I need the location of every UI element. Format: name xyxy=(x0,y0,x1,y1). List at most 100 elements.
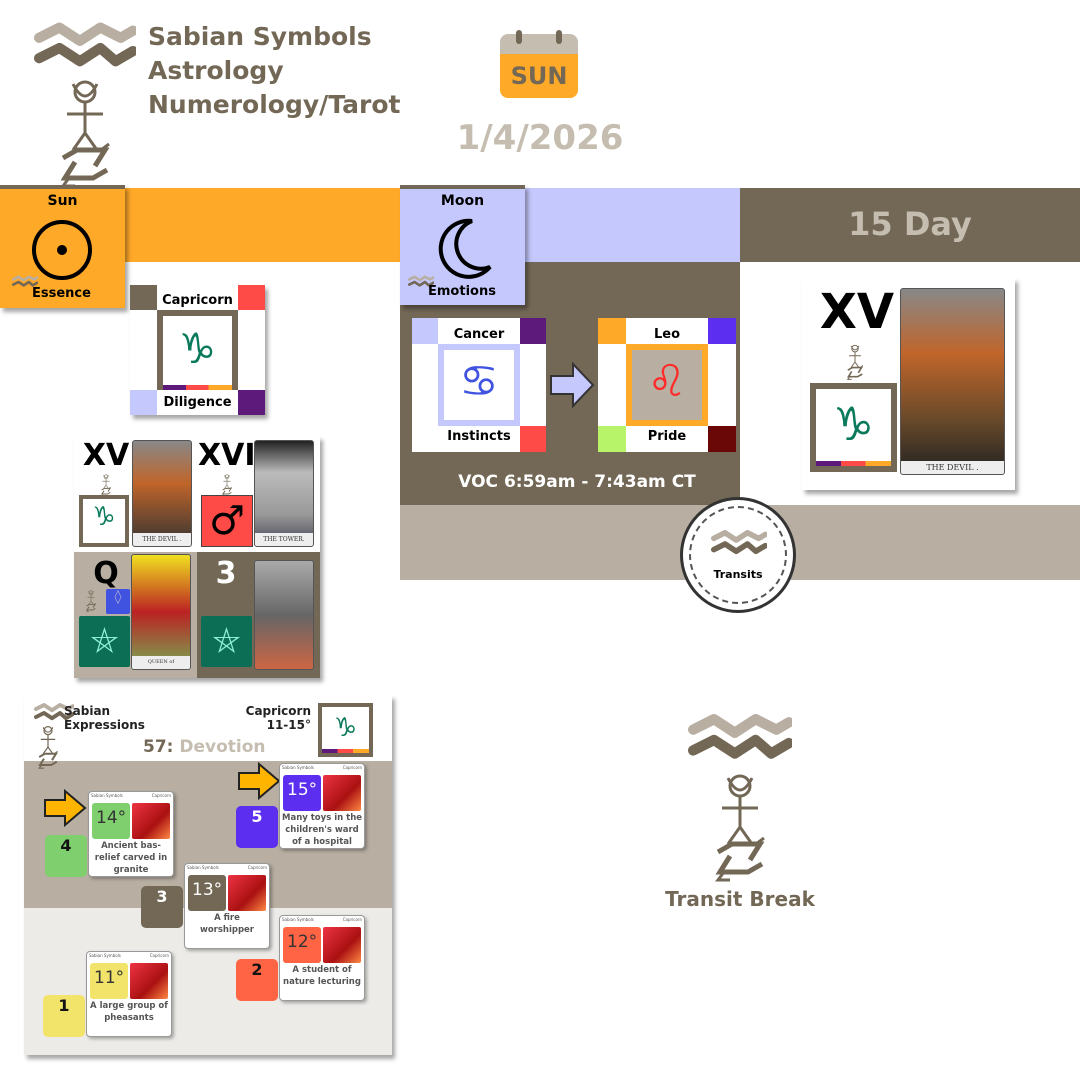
mars-glyph-icon: ♂ xyxy=(209,498,245,544)
capricorn-glyph-icon: ♑ xyxy=(178,324,217,373)
moon-sign-keyword: Instincts xyxy=(447,429,511,444)
numerology-number: 1 xyxy=(58,996,70,1015)
card-header-brand: Sabian Symbols xyxy=(89,953,121,958)
three-of-pentacles-tarot-image[interactable] xyxy=(254,560,314,670)
symbol-image xyxy=(130,963,168,999)
stick-figure-icon xyxy=(844,344,866,380)
arrow-right-icon xyxy=(550,362,595,408)
sabian-title-2: Expressions xyxy=(64,718,145,732)
card-header-sign: Capricorn xyxy=(151,793,171,798)
sun-sign-keyword: Diligence xyxy=(163,395,232,410)
numerology-number: 3 xyxy=(156,887,168,906)
current-degree-arrow-icon xyxy=(44,789,87,827)
day-tarot-card[interactable]: XV ♑ THE DEVIL . xyxy=(802,278,1015,490)
symbol-image xyxy=(132,803,170,839)
moon-glyph-icon xyxy=(438,218,492,279)
symbol-image xyxy=(323,927,361,963)
tarot-card-label: THE DEVIL . xyxy=(901,461,1004,474)
card-header-brand: Sabian Symbols xyxy=(187,865,219,870)
stick-figure-icon xyxy=(36,725,60,769)
card-header-sign: Capricorn xyxy=(342,917,362,922)
devil-tarot-image: THE DEVIL . xyxy=(900,288,1005,475)
moon-sign-name: Cancer xyxy=(453,327,505,342)
air-element-icon: ◊ xyxy=(106,589,130,614)
card-header-sign: Capricorn xyxy=(342,765,362,770)
symbol-text: Ancient bas-relief carved in granite xyxy=(94,841,168,875)
stick-figure-icon xyxy=(220,474,234,496)
stick-figure-icon xyxy=(84,590,98,612)
day-label: 15 Day xyxy=(848,205,972,243)
sun-sign-card[interactable]: Capricorn ♑ Diligence xyxy=(130,285,265,415)
degree-label: 14° xyxy=(92,803,130,839)
devil-tarot-image[interactable]: THE DEVIL . xyxy=(132,440,192,547)
moon-sign-card-cancer[interactable]: Cancer ♋ Instincts xyxy=(412,318,546,452)
current-degree-arrow-icon xyxy=(238,762,281,800)
pentacle-icon: ⛤ xyxy=(201,616,252,667)
capricorn-glyph-icon: ♑ xyxy=(92,502,116,532)
calendar-icon: SUN xyxy=(500,30,578,100)
card-header-brand: Sabian Symbols xyxy=(282,917,314,922)
moon-sign-keyword: Pride xyxy=(647,429,687,444)
app-title-line-3: Numerology/Tarot xyxy=(148,90,401,119)
symbol-text: A large group of pheasants xyxy=(90,1001,168,1023)
symbol-text: Many toys in the children's ward of a ho… xyxy=(282,813,363,847)
tarot-card-label: THE TOWER. xyxy=(255,533,313,546)
symbol-text: A fire worshipper xyxy=(199,913,255,935)
transit-break-label[interactable]: Transit Break xyxy=(665,887,815,911)
card-header-brand: Sabian Symbols xyxy=(282,765,314,770)
queen-of-pentacles-tarot-image[interactable]: QUEEN of PENTACLES xyxy=(131,554,191,670)
degree-label: 12° xyxy=(283,927,321,963)
degree-label: 15° xyxy=(283,775,321,811)
degree-label: 13° xyxy=(188,875,226,911)
moon-sign-card-leo[interactable]: Leo ♌ Pride xyxy=(598,318,736,452)
numerology-badge: 2 xyxy=(236,959,278,1001)
transits-label: Transits xyxy=(713,568,763,581)
sun-sign-name: Capricorn xyxy=(162,293,233,308)
sabian-title-1: Sabian xyxy=(64,704,111,718)
moon-sign-name: Leo xyxy=(653,327,681,342)
stick-figure-icon xyxy=(99,474,113,496)
numerology-number: 2 xyxy=(251,960,263,979)
tarot-card-label: THE DEVIL . xyxy=(133,533,191,546)
card-header-brand: Sabian Symbols xyxy=(91,793,123,798)
sabian-degree-card[interactable]: Sabian Symbols Capricorn 15° Many toys in… xyxy=(279,763,365,849)
sabian-sign: Capricorn xyxy=(245,704,311,718)
tarot-numeral: XVI xyxy=(198,438,256,473)
card-header-sign: Capricorn xyxy=(149,953,169,958)
moon-sub-label: Emotions xyxy=(428,284,496,299)
sun-glyph-icon xyxy=(32,220,92,280)
tarot-grid: XV ♑ THE DEVIL . XVI ♂ THE TOWER. Q ◊ ⛤ … xyxy=(74,436,320,678)
tower-tarot-image[interactable]: THE TOWER. xyxy=(254,440,314,547)
pentacle-icon: ⛤ xyxy=(79,616,130,667)
numerology-badge: 4 xyxy=(45,835,87,877)
app-title-line-2: Astrology xyxy=(148,56,284,85)
tarot-card-label: QUEEN of PENTACLES xyxy=(132,656,190,669)
sabian-number: 57: xyxy=(143,737,174,757)
sabian-degree-range: 11-15° xyxy=(266,718,311,732)
leo-glyph-icon: ♌ xyxy=(647,356,687,407)
voc-label: VOC 6:59am - 7:43am CT xyxy=(458,472,696,492)
sun-sub-label: Essence xyxy=(32,286,91,301)
tarot-numeral: XV xyxy=(82,438,130,473)
sabian-degree-card[interactable]: Sabian Symbols Capricorn 12° A student of… xyxy=(279,915,365,1001)
stick-figure-icon xyxy=(55,78,115,188)
tarot-numeral: 3 xyxy=(215,556,237,591)
moon-box[interactable]: Moon Emotions xyxy=(400,185,525,305)
cancer-glyph-icon: ♋ xyxy=(459,356,499,407)
sabian-degree-card[interactable]: Sabian Symbols Capricorn 14° Ancient bas-… xyxy=(88,791,174,877)
sun-box[interactable]: Sun Essence xyxy=(0,185,125,308)
symbol-text: A student of nature lecturing xyxy=(283,965,361,987)
stick-figure-icon xyxy=(710,772,770,882)
sabian-theme: Devotion xyxy=(179,737,266,757)
sun-label: Sun xyxy=(47,193,78,209)
logo-wave-icon xyxy=(688,712,792,768)
numerology-badge: 1 xyxy=(43,995,85,1037)
stick-figure-icon xyxy=(220,590,234,612)
calendar-day: SUN xyxy=(500,54,578,98)
transits-button[interactable]: Transits xyxy=(680,497,796,613)
symbol-image xyxy=(323,775,361,811)
numerology-badge: 5 xyxy=(236,806,278,848)
date-label: 1/4/2026 xyxy=(456,118,624,158)
